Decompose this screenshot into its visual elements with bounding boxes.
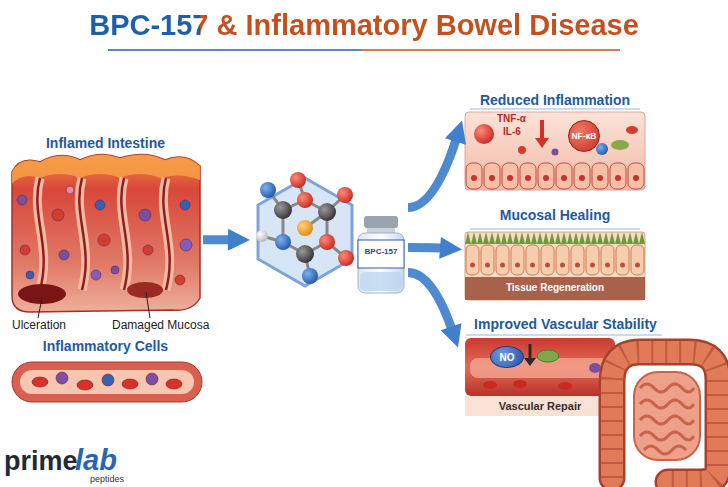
molecule-oval: NO (490, 346, 524, 368)
node-text: NO (500, 352, 515, 363)
molecule-circle: NF-κB (568, 120, 600, 152)
node-text: Mucosal Healing (462, 207, 648, 223)
node-text: Improved Vascular Stability (458, 316, 673, 332)
illustration-panel: Inflamed Intestine (8, 133, 203, 317)
node-text: Reduced Inflammation (462, 92, 648, 108)
flow-arrow (203, 235, 236, 244)
label-text: Tissue Regeneration (465, 282, 645, 293)
diagram-title: BPC-157 & Inflammatory Bowel Disease (0, 9, 728, 42)
node-text: Inflamed Intestine (8, 135, 203, 151)
flow-arrow (408, 273, 454, 335)
label-text: TNF-α (497, 113, 526, 124)
node-text: BPC-157 (358, 247, 404, 256)
label-text: peptides (90, 474, 124, 484)
illustration-panel: Inflammatory Cells (8, 336, 203, 410)
flow-arrow (408, 134, 458, 208)
label-text: Ulceration (12, 318, 66, 332)
node-text: Inflammatory Cells (8, 338, 203, 354)
node-text: NF-κB (571, 131, 596, 141)
label-text: prime (4, 446, 78, 477)
effect-panel: Reduced InflammationNF-κB (462, 90, 648, 192)
label-text: lab (75, 444, 117, 477)
label-text: IL-6 (503, 126, 521, 137)
peptide-vial: BPC-157 (250, 170, 408, 295)
label-text: Damaged Mucosa (112, 318, 209, 332)
label-text: Vascular Repair (465, 400, 615, 412)
flow-arrow (408, 248, 448, 249)
